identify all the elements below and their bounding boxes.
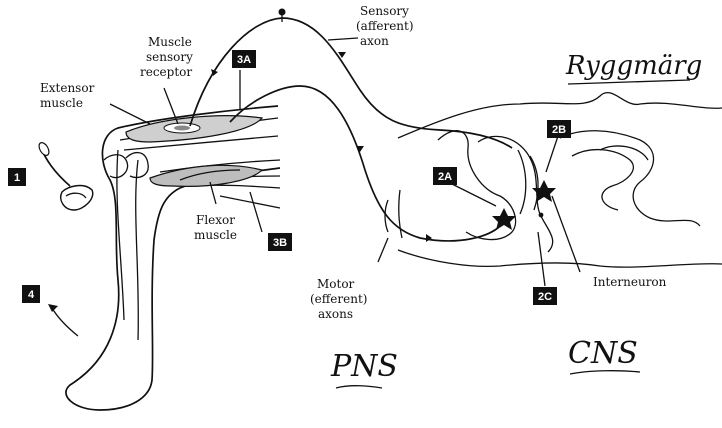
- pns-underline: [336, 386, 382, 388]
- sensory-label-3: axon: [360, 34, 389, 48]
- sensory-label-2: (afferent): [356, 19, 414, 33]
- extensor-label-2: muscle: [40, 96, 83, 110]
- motor-label-1: Motor: [317, 277, 355, 291]
- flexor-label-2: muscle: [194, 228, 237, 242]
- ryggmarg-handwriting: Ryggmärg: [565, 51, 702, 81]
- badge-2a-label: 2A: [438, 171, 452, 183]
- badge-2a: 2A: [433, 167, 457, 185]
- badge-3a-label: 3A: [237, 54, 251, 66]
- interneuron-label: Interneuron: [593, 275, 667, 289]
- flexor-muscle: [150, 165, 262, 186]
- extensor-muscle: [126, 116, 262, 142]
- badge-2c-label: 2C: [538, 291, 552, 303]
- cns-underline: [570, 371, 640, 374]
- sensory-label-1: Sensory: [360, 4, 409, 18]
- arrow-icon: [48, 304, 78, 336]
- badge-2c: 2C: [533, 287, 557, 305]
- extensor-label-1: Extensor: [40, 81, 95, 95]
- badge-4-label: 4: [28, 289, 35, 301]
- synapses: [492, 150, 556, 230]
- badge-3a: 3A: [232, 50, 256, 68]
- badge-4: 4: [22, 285, 40, 303]
- badge-3b-label: 3B: [273, 237, 287, 249]
- motor-label-3: axons: [318, 307, 353, 321]
- pns-handwriting: PNS: [330, 349, 398, 384]
- cns-handwriting: CNS: [568, 336, 638, 371]
- badge-2b: 2B: [547, 120, 571, 138]
- flexor-label-1: Flexor: [196, 213, 235, 227]
- motor-label-2: (efferent): [310, 292, 367, 306]
- muscle-sensory-label-1: Muscle: [148, 35, 192, 49]
- leg-illustration: [66, 106, 280, 410]
- badge-1: 1: [8, 168, 26, 186]
- badge-3b: 3B: [268, 233, 292, 251]
- muscle-sensory-label-2: sensory: [146, 50, 193, 64]
- reflex-hammer-icon: [37, 141, 93, 210]
- badge-1-label: 1: [14, 172, 20, 184]
- badge-2b-label: 2B: [552, 124, 566, 136]
- muscle-sensory-label-3: receptor: [140, 65, 192, 79]
